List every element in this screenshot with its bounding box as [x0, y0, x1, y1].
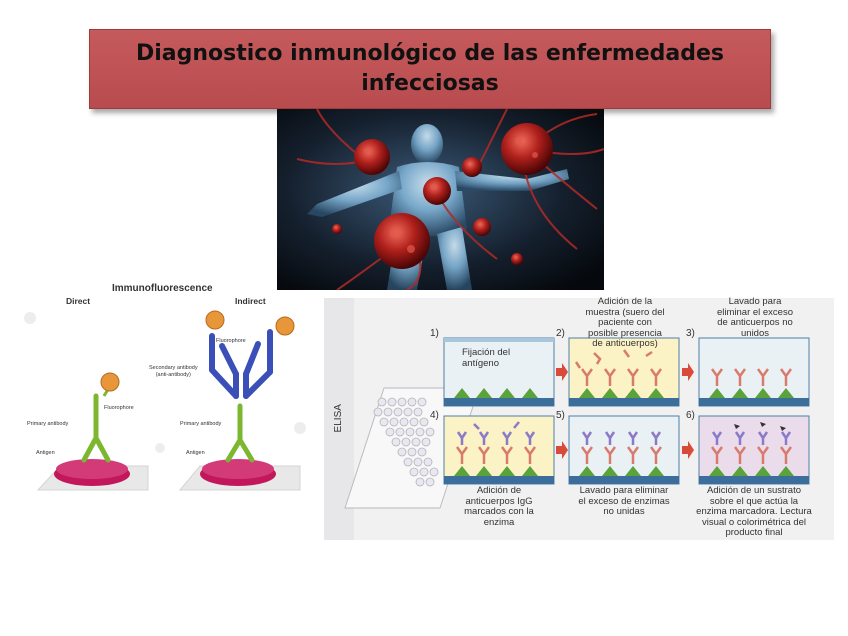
indirect-antigen-label: Antigen [186, 450, 205, 456]
secondary-antibody-label: Secondary antibody (anti-antibody) [149, 365, 198, 378]
indirect-primary-antibody-label: Primary antibody [180, 421, 222, 427]
virus-illustration [277, 109, 604, 290]
step-4-number: 4) [430, 410, 439, 421]
indirect-fluorophore-label: Fluorophore [216, 338, 246, 344]
step-1-number: 1) [430, 328, 439, 339]
direct-label: Direct [66, 296, 91, 306]
step-6-number: 6) [686, 410, 695, 421]
elisa-side-label: ELISA [332, 404, 344, 433]
indirect-label: Indirect [235, 296, 266, 306]
page-title: Diagnostico inmunológico de las enfermed… [130, 39, 730, 99]
immunofluorescence-diagram: Immunofluorescence Direct Indirect Fluor… [0, 278, 324, 508]
title-line-2: infecciosas [361, 71, 499, 96]
title-line-1: Diagnostico inmunológico de las enfermed… [135, 41, 725, 66]
title-banner: Diagnostico inmunológico de las enfermed… [89, 29, 771, 109]
direct-antigen-label: Antigen [36, 450, 55, 456]
immunofluorescence-heading: Immunofluorescence [112, 283, 213, 294]
step-5-number: 5) [556, 410, 565, 421]
direct-fluorophore-label: Fluorophore [104, 405, 134, 411]
step-2-number: 2) [556, 328, 565, 339]
direct-primary-antibody-label: Primary antibody [27, 421, 69, 427]
step-3-number: 3) [686, 328, 695, 339]
